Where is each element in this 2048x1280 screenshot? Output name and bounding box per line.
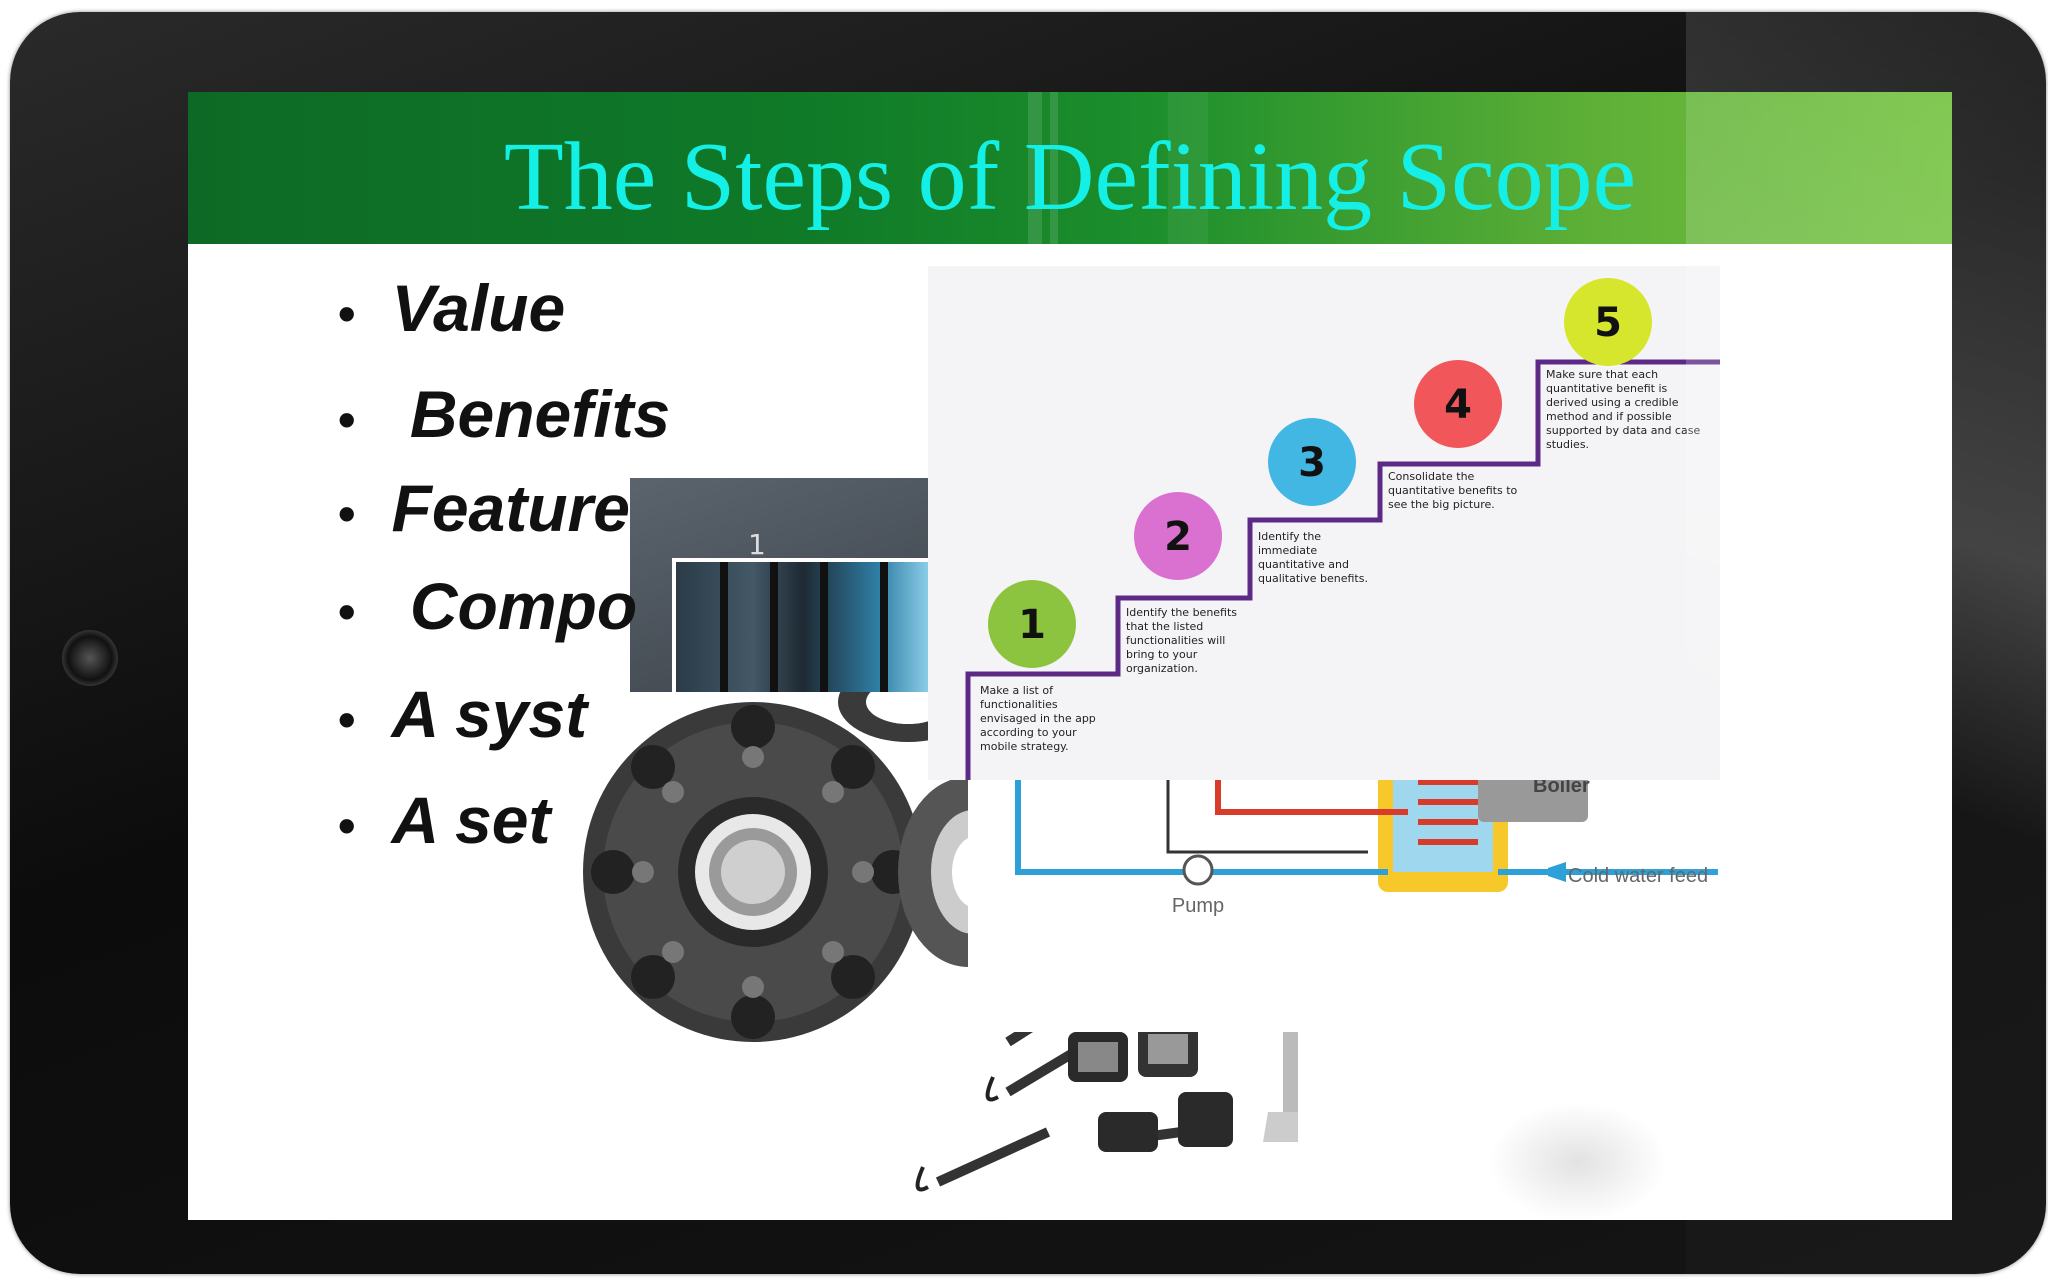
step-5-text: Make sure that each quantitative benefit… [1546, 368, 1701, 451]
bullet-item-value: •Value [338, 271, 566, 345]
pump-label: Pump [1172, 895, 1224, 917]
step-4-circle [1414, 360, 1502, 448]
bullet-item-system: •A syst [338, 677, 588, 751]
photo-number: 1 [748, 528, 766, 561]
boiler-label: Boiler [1533, 775, 1590, 797]
step-2-circle [1134, 492, 1222, 580]
blank-image [1488, 1102, 1668, 1220]
five-steps-diagram: 1 2 3 4 5 Make a list of functionalities env… [928, 266, 1720, 780]
cold-water-label: Cold water feed [1568, 865, 1708, 887]
step-1-circle [988, 580, 1076, 668]
step-3-circle [1268, 418, 1356, 506]
boiler-diagram-image: Pump Boiler Cold water feed [968, 772, 1738, 1032]
step-4-text: Consolidate the quantitative benefits to… [1388, 470, 1518, 511]
step-5-circle [1564, 278, 1652, 366]
title-banner: The Steps of Defining Scope [188, 92, 1952, 244]
step-5-number: 5 [1594, 300, 1622, 346]
step-1-text: Make a list of functionalities envisaged… [980, 684, 1096, 753]
step-2-text: Identify the benefits that the listed fu… [1126, 606, 1238, 675]
tablet-frame: The Steps of Defining Scope [10, 12, 2046, 1274]
step-3-text: Identify the immediate quantitative and … [1258, 530, 1368, 585]
step-4-number: 4 [1444, 382, 1472, 428]
windows-photo: 1 [630, 478, 930, 692]
bullet-item-features: •Feature [338, 471, 630, 545]
slide-title: The Steps of Defining Scope [503, 123, 1637, 231]
bullet-item-benefits: • Benefits [338, 377, 671, 451]
bullet-item-set: •A set [338, 783, 551, 857]
slide-screen: The Steps of Defining Scope [188, 92, 1952, 1220]
step-2-number: 2 [1164, 514, 1192, 560]
camera-icon [62, 630, 118, 686]
step-3-number: 3 [1298, 440, 1326, 486]
step-1-number: 1 [1018, 602, 1046, 648]
bullet-item-components: • Compo [338, 569, 638, 643]
